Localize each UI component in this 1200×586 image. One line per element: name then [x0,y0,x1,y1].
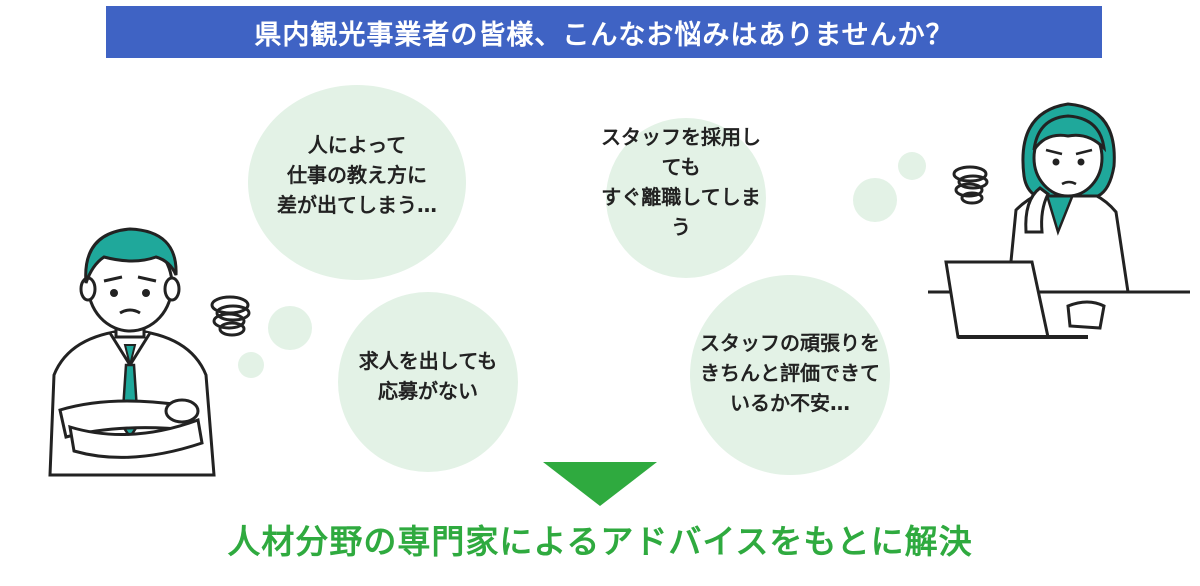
thought-dot [238,352,264,378]
worried-woman-illustration [928,102,1190,339]
stress-scribble-icon [210,295,251,337]
concern-bubble-1: 人によって 仕事の教え方に 差が出てしまう… [248,85,466,280]
concern-bubble-4: スタッフの頑張りを きちんと評価できて いるか不安… [690,275,890,475]
header-banner: 県内観光事業者の皆様、こんなお悩みはありませんか？ [106,6,1102,58]
concern-bubble-2: スタッフを採用しても すぐ離職してしまう [601,118,766,278]
concern-text-1: 人によって 仕事の教え方に 差が出てしまう… [277,132,437,217]
thought-dot [853,178,897,222]
solution-text: 人材分野の専門家によるアドバイスをもとに解決 [227,522,973,561]
concern-bubble-3: 求人を出しても 応募がない [338,292,518,472]
stress-scribble-icon [952,165,989,205]
concern-text-4: スタッフの頑張りを きちんと評価できて いるか不安… [700,331,880,415]
thought-dot [898,152,926,180]
concern-text-3: 求人を出しても 応募がない [358,349,498,403]
worried-man-illustration [48,227,251,477]
banner-title: 県内観光事業者の皆様、こんなお悩みはありませんか？ [254,19,954,51]
concern-text-2: スタッフを採用しても すぐ離職してしまう [601,125,761,239]
thought-dot [268,306,312,350]
down-arrow-icon [543,462,657,506]
